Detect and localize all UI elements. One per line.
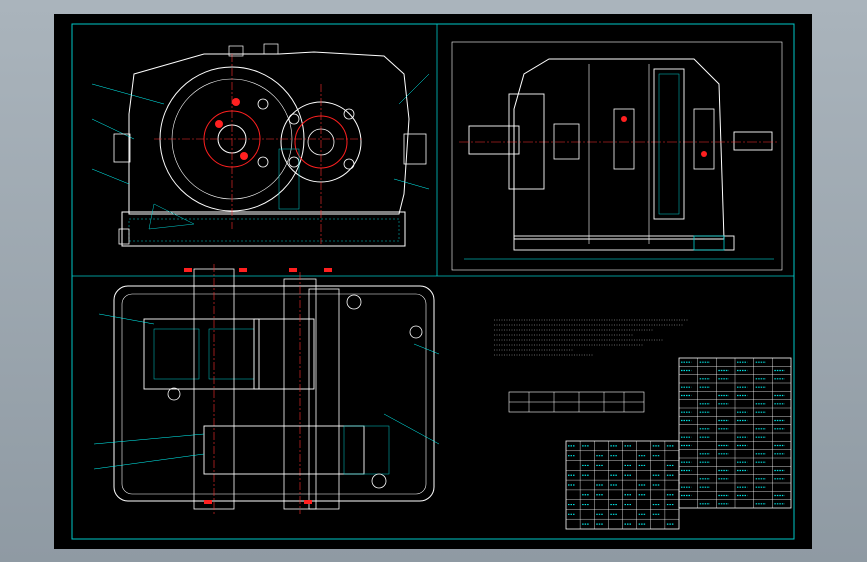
title-block-table xyxy=(565,440,680,530)
side-view xyxy=(451,41,783,271)
cad-viewport[interactable] xyxy=(54,14,812,549)
spec-table xyxy=(508,391,645,413)
technical-notes xyxy=(494,319,689,356)
section-view xyxy=(93,264,440,514)
drawing-canvas xyxy=(71,23,795,540)
front-view xyxy=(91,43,430,247)
parts-list-table xyxy=(678,357,792,509)
drawing-border xyxy=(71,23,795,540)
